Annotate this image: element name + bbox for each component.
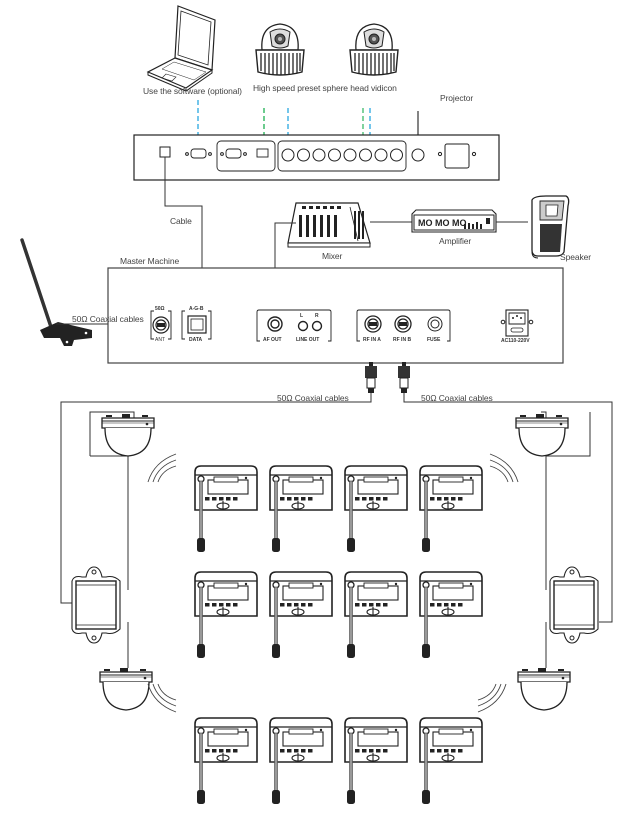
dome-camera-icon-3: [99, 667, 153, 711]
delegate-microphone-unit: [269, 717, 333, 805]
af-out-label: AF OUT: [263, 337, 282, 343]
delegate-microphone-unit: [194, 465, 258, 553]
dome-camera-icon-1: [101, 413, 155, 457]
rf-in-b-label: RF IN B: [393, 337, 412, 343]
video-input-port: [328, 148, 341, 162]
splitter-box-left: [71, 566, 121, 644]
amplifier-icon: MO MO MO: [411, 209, 497, 233]
line-out-label: LINE OUT: [296, 337, 320, 343]
bnc-connector-b: [398, 362, 410, 393]
delegate-units: [194, 465, 483, 805]
software-label: Use the software (optional): [143, 86, 242, 96]
delegate-microphone-unit: [344, 465, 408, 553]
ant-impedance-label: 50Ω: [155, 306, 165, 312]
power-label: AC110-220V: [501, 338, 530, 344]
antenna-icon: [20, 238, 92, 346]
fuse-label: FUSE: [427, 337, 441, 343]
coax-antenna-label: 50Ω Coaxial cables: [72, 314, 144, 324]
wireless-waves-icon-2: [489, 453, 519, 483]
delegate-microphone-unit: [269, 465, 333, 553]
wireless-waves-icon-1: [147, 453, 177, 483]
delegate-microphone-unit: [419, 571, 483, 659]
bnc-connector-a: [365, 362, 377, 393]
laptop-icon: [146, 5, 216, 92]
delegate-microphone-unit: [269, 571, 333, 659]
video-input-port: [312, 148, 326, 162]
ptz-camera-icon-2: [349, 23, 399, 76]
line-l-label: L: [300, 313, 304, 319]
coax-right-label: 50Ω Coaxial cables: [421, 393, 493, 403]
ptz-camera-icon-1: [255, 23, 305, 76]
amplifier-label: Amplifier: [439, 236, 472, 246]
amplifier-face: MO MO MO: [418, 218, 467, 228]
wireless-waves-icon-4: [477, 683, 507, 713]
delegate-microphone-unit: [419, 717, 483, 805]
splitter-box-right: [549, 566, 599, 644]
cable-label: Cable: [170, 216, 192, 226]
camera-label: High speed preset sphere head vidicon: [253, 83, 397, 93]
delegate-microphone-unit: [344, 717, 408, 805]
rf-in-a-label: RF IN A: [363, 337, 381, 343]
line-r-label: R: [315, 313, 319, 319]
delegate-microphone-unit: [194, 717, 258, 805]
speaker-label: Speaker: [560, 252, 591, 262]
master-machine-label: Master Machine: [120, 256, 180, 266]
ant-label: ANT: [155, 337, 165, 343]
video-input-port: [390, 148, 403, 162]
data-pinout-label: A-G-B: [189, 306, 204, 312]
speaker-icon: [531, 195, 570, 259]
mixer-label: Mixer: [322, 251, 343, 261]
video-input-port: [281, 148, 295, 162]
wireless-waves-icon-3: [147, 683, 177, 713]
video-processor-rear-panel: [133, 134, 500, 181]
video-input-port: [297, 148, 310, 162]
coax-left-label: 50Ω Coaxial cables: [277, 393, 349, 403]
master-machine-panel: [107, 267, 564, 364]
video-input-port: [359, 148, 372, 162]
dome-camera-icon-2: [515, 413, 569, 457]
mixer-icon: [287, 202, 371, 248]
delegate-microphone-unit: [344, 571, 408, 659]
data-label: DATA: [189, 337, 203, 343]
projector-label: Projector: [440, 93, 474, 103]
delegate-microphone-unit: [194, 571, 258, 659]
video-input-port: [374, 148, 388, 162]
dome-camera-icon-4: [517, 667, 571, 711]
data-cable-line: [164, 157, 203, 300]
delegate-microphone-unit: [419, 465, 483, 553]
video-input-port: [343, 148, 357, 162]
